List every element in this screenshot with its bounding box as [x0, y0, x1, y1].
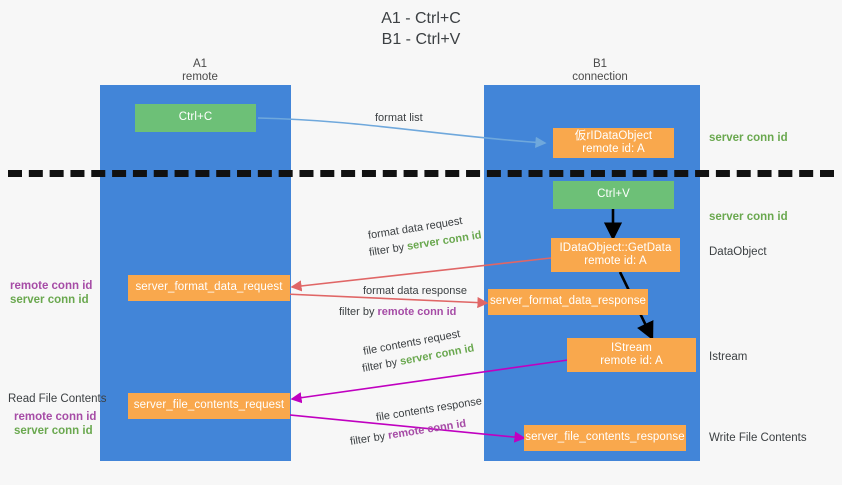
box-server-format-data-request[interactable]: server_format_data_request: [128, 275, 290, 301]
box-idataobject-line2: remote id: A: [582, 143, 645, 157]
box-idataobject-getdata[interactable]: IDataObject::GetData remote id: A: [551, 238, 680, 272]
column-header-a1-name: A1: [140, 58, 260, 71]
label-read-file-contents: Read File Contents: [8, 392, 106, 406]
caption-format-data-response: format data response: [363, 284, 467, 299]
caption-format-list: format list: [375, 111, 423, 126]
box-server-file-contents-request[interactable]: server_file_contents_request: [128, 393, 290, 419]
label-dataobject: DataObject: [709, 245, 767, 259]
column-header-b1-name: B1: [535, 58, 665, 71]
column-header-a1: A1 remote: [140, 58, 260, 84]
box-ctrl-v-label: Ctrl+V: [597, 188, 630, 202]
column-header-b1-sub: connection: [535, 71, 665, 84]
column-header-a1-sub: remote: [140, 71, 260, 84]
caption-file-contents-response: file contents response: [375, 394, 483, 426]
caption-format-data-request-filter-group: filter by server conn id: [368, 246, 482, 261]
box-server-file-contents-response[interactable]: server_file_contents_response: [524, 425, 686, 451]
box-server-file-contents-request-label: server_file_contents_request: [134, 399, 284, 413]
box-idataobject-line1: 仮᳊rIDataObject: [575, 130, 652, 144]
box-server-format-data-response-label: server_format_data_response: [490, 295, 646, 309]
box-ctrl-c[interactable]: Ctrl+C: [135, 104, 256, 132]
box-server-format-data-response[interactable]: server_format_data_response: [488, 289, 648, 315]
box-idataobject-getdata-line2: remote id: A: [584, 255, 647, 269]
column-header-b1: B1 connection: [535, 58, 665, 84]
label-file-remote-conn-id: remote conn id: [14, 410, 96, 424]
filter-prefix: filter by: [349, 430, 389, 448]
caption-file-contents-response-filter-group: filter by remote conn id: [349, 435, 466, 450]
box-istream-line1: IStream: [611, 342, 652, 356]
box-server-format-data-request-label: server_format_data_request: [135, 281, 282, 295]
box-istream-line2: remote id: A: [600, 355, 663, 369]
label-server-conn-id-mid: server conn id: [709, 210, 788, 224]
page-title: A1 - Ctrl+C B1 - Ctrl+V: [0, 8, 842, 50]
label-write-file-contents: Write File Contents: [709, 431, 807, 445]
box-idataobject[interactable]: 仮᳊rIDataObject remote id: A: [553, 128, 674, 158]
box-ctrl-v[interactable]: Ctrl+V: [553, 181, 674, 209]
label-format-remote-conn-id: remote conn id: [10, 279, 92, 293]
box-ctrl-c-label: Ctrl+C: [179, 111, 213, 125]
filter-value-remote-conn-id: remote conn id: [378, 306, 457, 318]
caption-format-data-response-filter: filter by remote conn id: [339, 305, 456, 320]
box-istream[interactable]: IStream remote id: A: [567, 338, 696, 372]
label-file-server-conn-id: server conn id: [14, 424, 93, 438]
phase-divider: [8, 170, 834, 177]
filter-prefix: filter by: [339, 306, 378, 318]
box-server-file-contents-response-label: server_file_contents_response: [525, 431, 685, 445]
label-format-server-conn-id: server conn id: [10, 293, 89, 307]
label-server-conn-id-top: server conn id: [709, 131, 788, 145]
label-istream: Istream: [709, 350, 747, 364]
box-idataobject-getdata-line1: IDataObject::GetData: [560, 242, 672, 256]
caption-file-contents-request-filter-group: filter by server conn id: [361, 362, 475, 377]
